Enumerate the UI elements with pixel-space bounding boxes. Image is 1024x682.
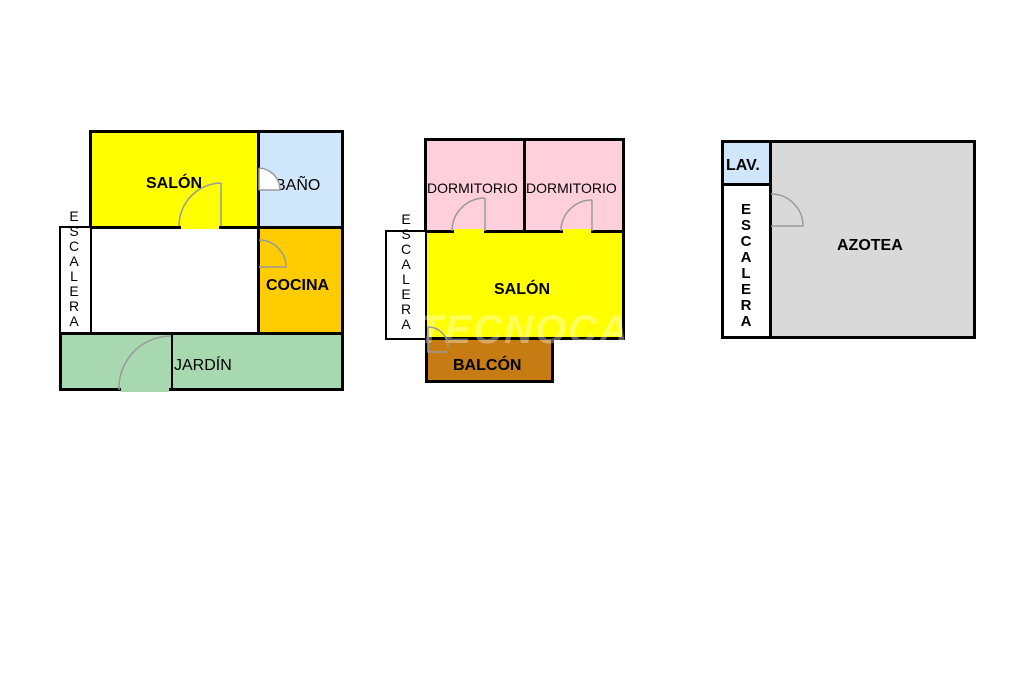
room-label: DORMITORIO	[427, 180, 518, 196]
room-dormitorio-2: DORMITORIO	[523, 138, 625, 233]
escalera-letter: A	[401, 316, 411, 332]
escalera-letter: A	[69, 313, 79, 329]
watermark: TECNOCASA	[418, 308, 690, 352]
escalera-letter: L	[402, 271, 410, 287]
room-label: BAÑO	[275, 177, 321, 194]
room-hall	[89, 226, 260, 335]
escalera-letter: E	[740, 281, 751, 298]
room-jardin: JARDÍN	[59, 332, 344, 391]
room-label: COCINA	[266, 277, 330, 294]
escalera-letter: E	[69, 208, 79, 224]
escalera-letter: S	[69, 223, 79, 239]
escalera-letter: R	[400, 301, 412, 317]
escalera-letter: A	[69, 253, 79, 269]
room-label: JARDÍN	[174, 357, 232, 374]
room-cocina: COCINA	[257, 226, 344, 335]
room-label: DORMITORIO	[526, 180, 617, 196]
escalera-letter: L	[741, 265, 751, 282]
escalera-letter: E	[401, 286, 411, 302]
room-dormitorio-1: DORMITORIO	[424, 138, 526, 233]
escalera-letter: C	[740, 233, 752, 250]
escalera-letter: S	[740, 217, 751, 234]
escalera-letter: A	[401, 256, 411, 272]
escalera-letter: A	[740, 313, 752, 330]
room-azotea: AZOTEA	[769, 140, 976, 339]
escalera-letter: C	[68, 238, 80, 254]
room-label: SALÓN	[146, 175, 202, 192]
room-label: AZOTEA	[837, 237, 903, 254]
room-label: SALÓN	[494, 281, 550, 298]
escalera-letter: L	[70, 268, 78, 284]
room-lav: LAV.	[721, 140, 772, 186]
escalera-letter: R	[68, 298, 80, 314]
escalera-letter: S	[401, 226, 411, 242]
escalera-letter: E	[740, 201, 751, 218]
escalera-letter: C	[400, 241, 412, 257]
room-label: LAV.	[726, 157, 760, 174]
escalera-letter: R	[740, 297, 752, 314]
room-escalera	[59, 226, 92, 335]
room-bano: BAÑO	[257, 130, 344, 229]
room-label: BALCÓN	[453, 357, 522, 374]
escalera-letter: A	[740, 249, 752, 266]
room-escalera-2	[385, 230, 427, 340]
escalera-letter: E	[69, 283, 79, 299]
room-salon: SALÓN	[89, 130, 260, 229]
escalera-letter: E	[401, 211, 411, 227]
